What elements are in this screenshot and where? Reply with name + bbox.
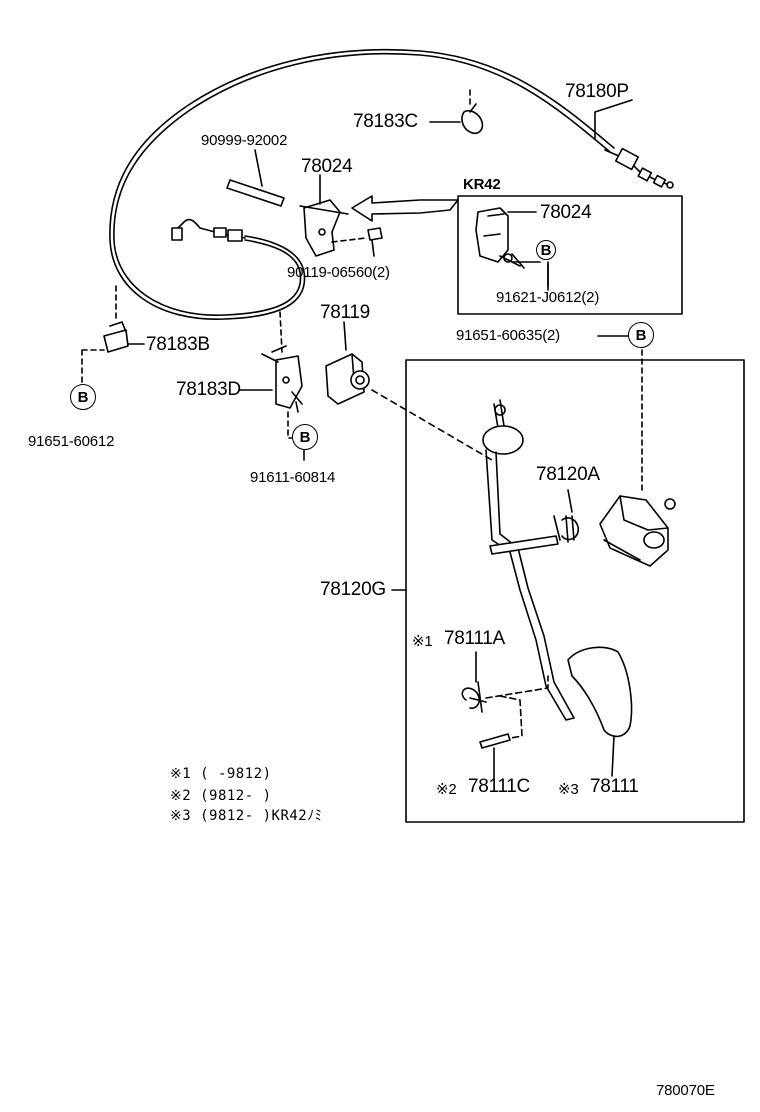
label-78120G: 78120G [320,579,386,600]
label-78111A: 78111A [444,628,505,649]
pin-78111C [479,733,511,781]
label-78111: 78111 [590,776,639,797]
label-78024-kr42: 78024 [540,202,592,223]
stopper-78119 [325,321,493,461]
label-78120A: 78120A [536,464,600,485]
clip-78111A [461,651,549,741]
label-90999-92002: 90999-92002 [201,132,288,149]
pedal-pad-78111 [567,646,633,777]
figure-code: 780070E [656,1082,715,1099]
pedal-assembly-box [391,359,745,823]
bracket-78183D [239,311,303,439]
footnote-1: ※1 ( -9812) [170,766,272,782]
ref-marker-b: B [70,384,96,410]
label-78119: 78119 [320,302,370,323]
footnote-3: ※3 (9812- )KR42ﾉﾐ [170,808,323,824]
clamp-78183C [429,87,484,135]
kr42-inset [457,195,683,315]
pivot-shaft [489,489,580,555]
pedal-bracket [599,495,676,567]
footnote-2: ※2 (9812- ) [170,788,272,804]
label-91651-60635: 91651-60635(2) [456,327,560,344]
hose-90999 [226,149,285,207]
ref-marker-b: B [628,322,654,348]
label-78183B: 78183B [146,334,210,355]
mark-2: ※2 [436,781,457,798]
bolt-90119 [331,227,383,257]
ref-marker-b: B [292,424,318,450]
label-78111C: 78111C [468,776,530,797]
pedal-arm-78120G [482,399,575,721]
mark-1: ※1 [412,633,433,650]
accelerator-cable [109,48,674,320]
clip-78183B [81,281,145,385]
bracket-78024 [299,174,459,257]
mark-3: ※3 [558,781,579,798]
label-90119-06560: 90119-06560(2) [287,264,390,281]
label-78024: 78024 [301,156,353,177]
label-91621-J0612: 91621-J0612(2) [496,289,600,306]
label-78180P: 78180P [565,81,629,102]
label-78183C: 78183C [353,111,418,132]
label-kr42: KR42 [463,176,501,193]
label-78183D: 78183D [176,379,241,400]
label-91611-60814: 91611-60814 [250,469,336,486]
label-91651-60612: 91651-60612 [28,433,115,450]
ref-marker-b: B [536,240,556,260]
